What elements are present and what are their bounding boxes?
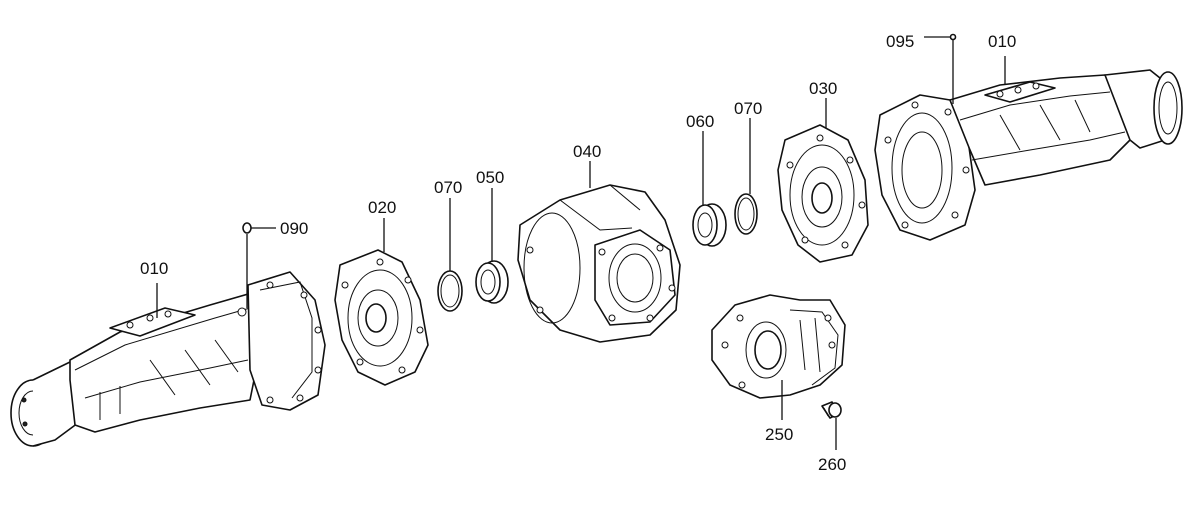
left-snap-ring (437, 270, 463, 312)
callout-label-right-cover: 030 (809, 79, 837, 98)
callout-label-carrier: 250 (765, 425, 793, 444)
callout-label-left-axle-housing: 010 (140, 259, 168, 278)
right-cover (777, 124, 869, 263)
right-axle-housing (874, 69, 1183, 241)
callout-label-bolt: 260 (818, 455, 846, 474)
callout-label-left-cover: 020 (368, 198, 396, 217)
callout-label-right-plug: 095 (886, 32, 914, 51)
callout-label-center-housing: 040 (573, 142, 601, 161)
right-seal (692, 203, 727, 247)
bolt (821, 401, 842, 419)
left-cover (334, 249, 429, 386)
callout-label-right-axle-housing: 010 (988, 32, 1016, 51)
callout-label-left-snap-ring: 070 (434, 178, 462, 197)
callout-label-left-plug: 090 (280, 219, 308, 238)
left-seal (475, 260, 509, 304)
left-axle-housing (10, 271, 326, 447)
carrier (711, 294, 846, 399)
callout-label-left-seal: 050 (476, 168, 504, 187)
callout-label-right-snap-ring: 070 (734, 99, 762, 118)
center-housing (517, 184, 681, 343)
right-plug (949, 33, 957, 104)
right-snap-ring (734, 193, 758, 235)
callout-label-right-seal: 060 (686, 112, 714, 131)
